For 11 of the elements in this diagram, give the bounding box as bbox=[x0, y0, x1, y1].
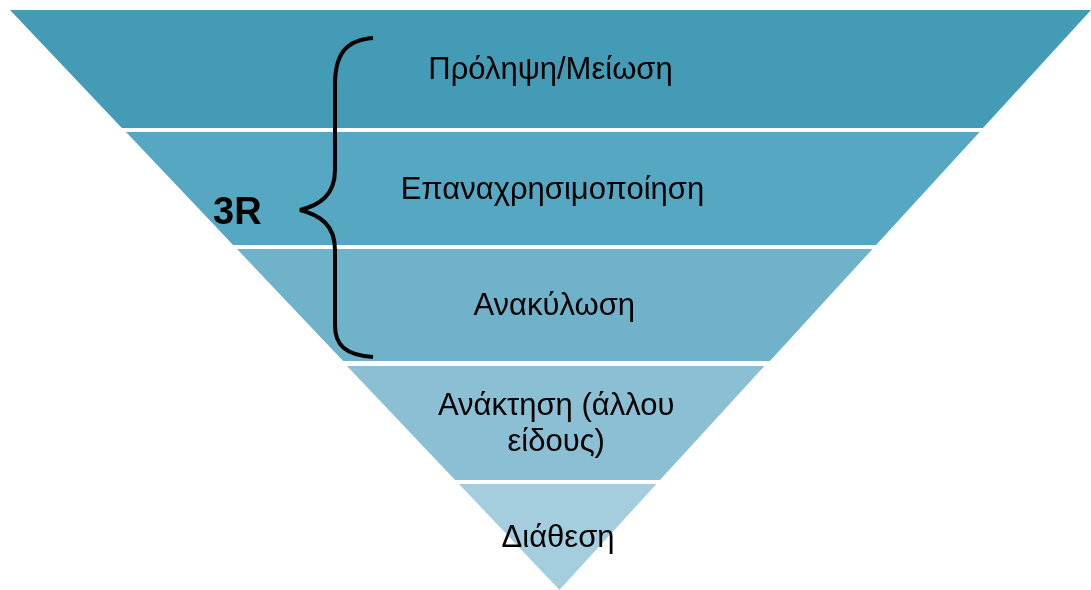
band-label: Ανακύλωση bbox=[473, 287, 636, 323]
band-label: Ανάκτηση (άλλου είδους) bbox=[436, 387, 676, 459]
band-label: Επαναχρησιμοποίηση bbox=[400, 170, 705, 207]
group-label: 3R bbox=[213, 190, 262, 232]
hierarchy-band bbox=[347, 366, 765, 480]
hierarchy-band bbox=[10, 10, 1091, 128]
band-label: Διάθεση bbox=[501, 519, 615, 555]
hierarchy-band bbox=[125, 132, 980, 245]
hierarchy-band bbox=[459, 484, 657, 590]
hierarchy-band bbox=[236, 249, 873, 361]
band-label: Πρόληψη/Μείωση bbox=[428, 51, 673, 87]
